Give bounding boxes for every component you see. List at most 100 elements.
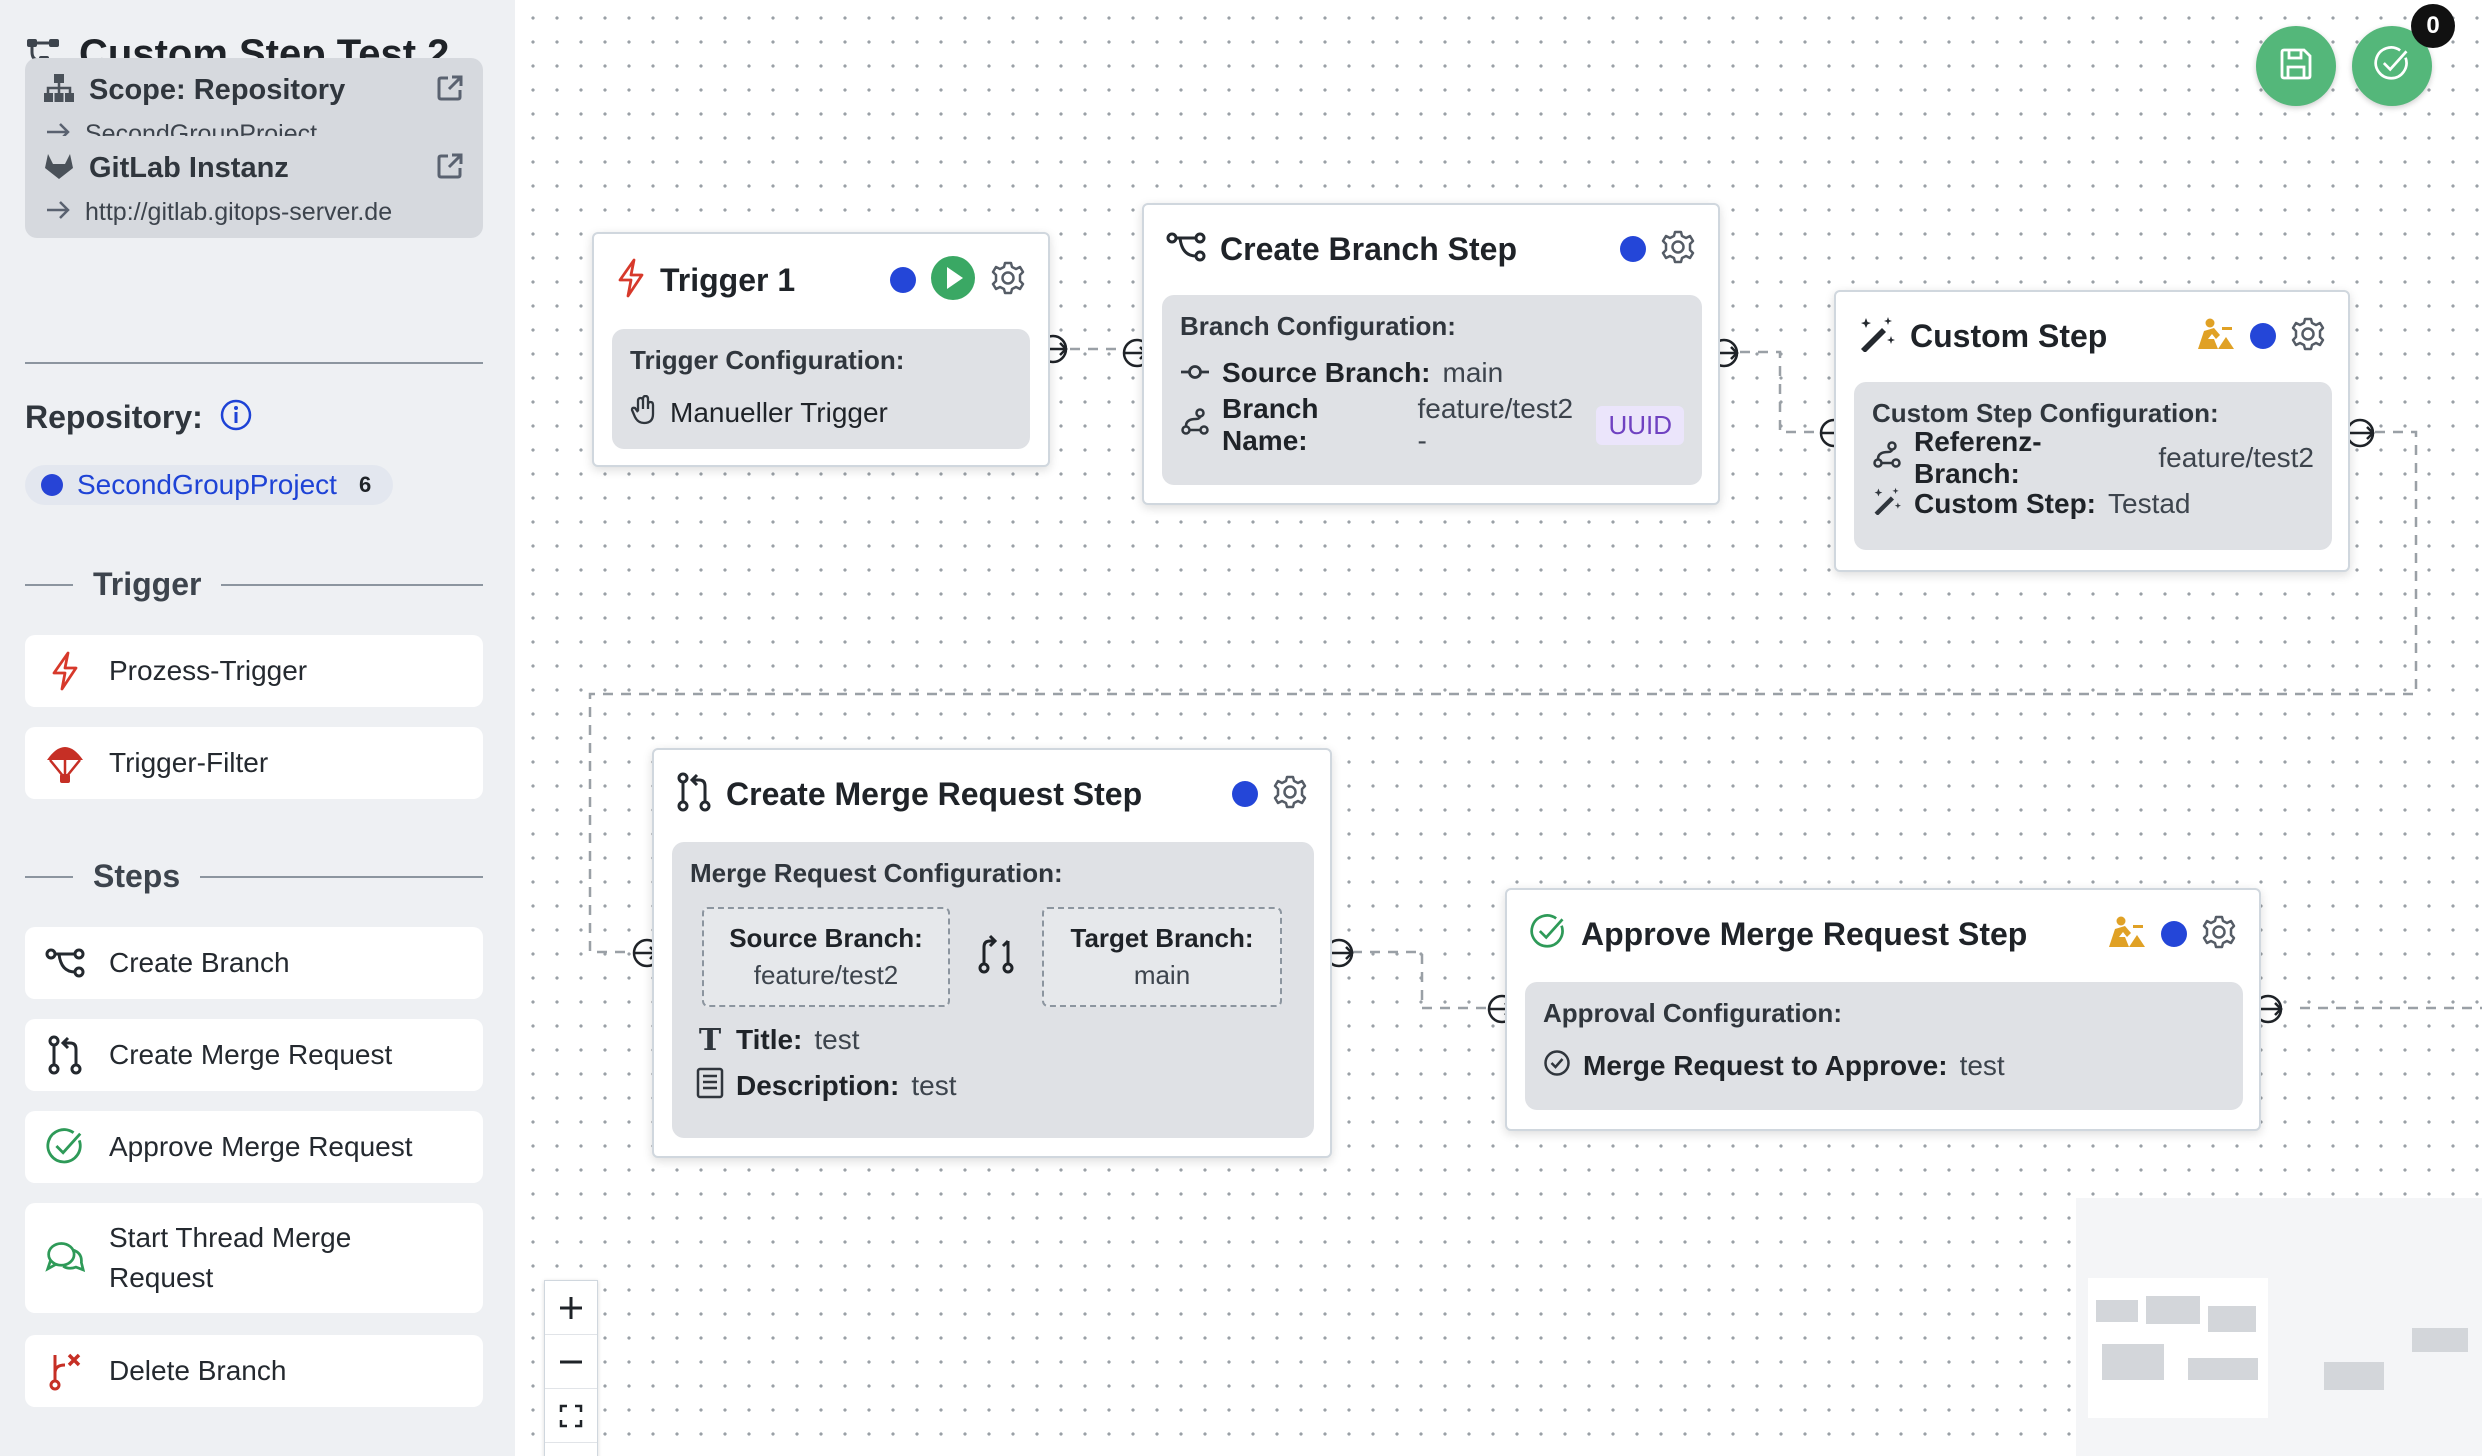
- approve-merge-request-node[interactable]: Approve Merge Request Step Approval Conf…: [1505, 888, 2261, 1131]
- status-dot: [2250, 323, 2276, 349]
- status-dot: [2161, 921, 2187, 947]
- delete-branch-icon: [45, 1351, 85, 1391]
- steps-section-heading: Steps: [25, 858, 483, 895]
- instance-url: http://gitlab.gitops-server.de: [85, 197, 393, 226]
- config-label: Branch Configuration:: [1180, 311, 1456, 341]
- gitlab-instance-card[interactable]: GitLab Instanz http://gitlab.gitops-serv…: [25, 136, 483, 238]
- mr-description-label: Description:: [736, 1070, 900, 1101]
- source-branch-value: main: [1442, 357, 1504, 388]
- check-circle-icon: [1543, 1049, 1571, 1084]
- gear-icon[interactable]: [1660, 229, 1696, 270]
- node-title: Trigger 1: [660, 261, 796, 298]
- custom-step-value: Testad: [2108, 488, 2191, 519]
- merge-arrows-icon: [974, 933, 1018, 982]
- external-link-icon[interactable]: [435, 73, 465, 108]
- arrow-right-icon: [45, 200, 71, 225]
- node-title: Approve Merge Request Step: [1581, 915, 2028, 952]
- construction-icon: [2107, 915, 2147, 954]
- repository-heading: Repository:: [25, 398, 253, 437]
- sidebar-item-create-merge-request[interactable]: Create Merge Request: [25, 1019, 483, 1091]
- output-handle-icon: [2345, 418, 2375, 448]
- ref-branch-label: Referenz-Branch:: [1914, 426, 2042, 489]
- check-circle-icon: [1529, 913, 1567, 956]
- info-icon[interactable]: [219, 398, 253, 437]
- branch-icon: [1166, 231, 1206, 268]
- sidebar-item-delete-branch[interactable]: Delete Branch: [25, 1335, 483, 1407]
- trigger-heading: Trigger: [93, 566, 202, 602]
- mr-title-value: test: [814, 1024, 860, 1055]
- source-branch-row: Source Branch: main: [1180, 350, 1684, 396]
- output-handle-icon: [2253, 994, 2283, 1024]
- mr-description-row: Description: test: [696, 1063, 1296, 1109]
- branch-name-row: Branch Name: feature/test2 - UUID: [1180, 393, 1684, 456]
- validation-count-badge: 0: [2411, 4, 2455, 48]
- gear-icon[interactable]: [2201, 914, 2237, 955]
- source-branch-value: feature/test2: [753, 960, 899, 990]
- edge: [588, 430, 2418, 954]
- node-title: Create Merge Request Step: [726, 775, 1143, 812]
- minimap-node: [2412, 1328, 2468, 1352]
- repository-label: Repository:: [25, 399, 203, 435]
- sidebar-item-create-branch[interactable]: Create Branch: [25, 927, 483, 999]
- status-dot: [1620, 236, 1646, 262]
- sidebar-item-approve-merge-request[interactable]: Approve Merge Request: [25, 1111, 483, 1183]
- branch-name-label: Branch Name:: [1222, 393, 1319, 456]
- gear-icon[interactable]: [2290, 316, 2326, 357]
- fit-view-button[interactable]: [545, 1389, 597, 1443]
- gear-icon[interactable]: [990, 260, 1026, 301]
- uuid-badge: UUID: [1596, 405, 1684, 445]
- zoom-controls: [544, 1280, 598, 1456]
- trigger-section-heading: Trigger: [25, 566, 483, 603]
- mr-title-row: T Title: test: [696, 1017, 1296, 1063]
- zoom-out-button[interactable]: [545, 1335, 597, 1389]
- trigger-type: Manueller Trigger: [670, 397, 888, 428]
- sidebar-item-trigger-filter[interactable]: Trigger-Filter: [25, 727, 483, 799]
- source-branch-box: Source Branch: feature/test2: [702, 907, 950, 1007]
- node-title: Custom Step: [1910, 317, 2108, 354]
- minimap[interactable]: [2076, 1198, 2482, 1456]
- branch-fork-icon: [1872, 440, 1902, 476]
- config-label: Approval Configuration:: [1543, 998, 1842, 1028]
- branch-icon: [45, 947, 85, 979]
- play-icon[interactable]: [930, 255, 976, 306]
- custom-step-node[interactable]: Custom Step Custom Step Configuration: R…: [1834, 290, 2350, 572]
- trigger-type-row: Manueller Trigger: [630, 390, 1012, 436]
- magic-wand-icon: [1872, 487, 1902, 522]
- zoom-in-button[interactable]: [545, 1281, 597, 1335]
- sidebar-item-label: Approve Merge Request: [109, 1131, 413, 1162]
- approval-config-panel: Approval Configuration: Merge Request to…: [1525, 982, 2243, 1110]
- zoom-controls-more: [545, 1443, 597, 1456]
- status-dot: [1232, 781, 1258, 807]
- sidebar-item-start-thread-merge-request[interactable]: Start Thread Merge Request: [25, 1203, 483, 1313]
- document-icon: [696, 1067, 724, 1106]
- approve-target-value: test: [1959, 1050, 2005, 1081]
- external-link-icon[interactable]: [435, 151, 465, 186]
- trigger-node[interactable]: Trigger 1 Trigger Configuration: Manuell…: [592, 232, 1050, 467]
- save-button[interactable]: [2256, 26, 2336, 106]
- construction-icon: [2196, 317, 2236, 356]
- lightning-icon: [45, 651, 85, 691]
- sidebar-item-prozess-trigger[interactable]: Prozess-Trigger: [25, 635, 483, 707]
- edge: [1352, 950, 1488, 1010]
- gear-icon[interactable]: [1272, 774, 1308, 815]
- ref-branch-row: Referenz-Branch: feature/test2: [1872, 426, 2314, 489]
- minimap-node: [2208, 1306, 2256, 1332]
- target-branch-value: main: [1133, 960, 1191, 990]
- sidebar-item-label: Trigger-Filter: [109, 747, 269, 778]
- custom-step-row: Custom Step: Testad: [1872, 481, 2314, 527]
- repository-chip[interactable]: SecondGroupProject 6: [25, 465, 394, 505]
- floppy-disk-icon: [2278, 46, 2314, 87]
- sidebar-item-label: Create Merge Request: [109, 1039, 393, 1070]
- approve-target-row: Merge Request to Approve: test: [1543, 1043, 2225, 1089]
- create-merge-request-node[interactable]: Create Merge Request Step Merge Request …: [652, 748, 1332, 1158]
- custom-config-panel: Custom Step Configuration: Referenz-Bran…: [1854, 382, 2332, 550]
- edge: [1740, 350, 1820, 434]
- branch-config-panel: Branch Configuration: Source Branch: mai…: [1162, 295, 1702, 485]
- create-branch-node[interactable]: Create Branch Step Branch Configuration:…: [1142, 203, 1720, 505]
- merge-request-icon: [45, 1035, 85, 1075]
- node-title: Create Branch Step: [1220, 230, 1517, 267]
- chat-icon: [45, 1237, 85, 1279]
- branch-name-value: feature/test2 -: [1417, 393, 1574, 456]
- status-dot: [41, 474, 63, 496]
- config-label: Trigger Configuration:: [630, 345, 905, 375]
